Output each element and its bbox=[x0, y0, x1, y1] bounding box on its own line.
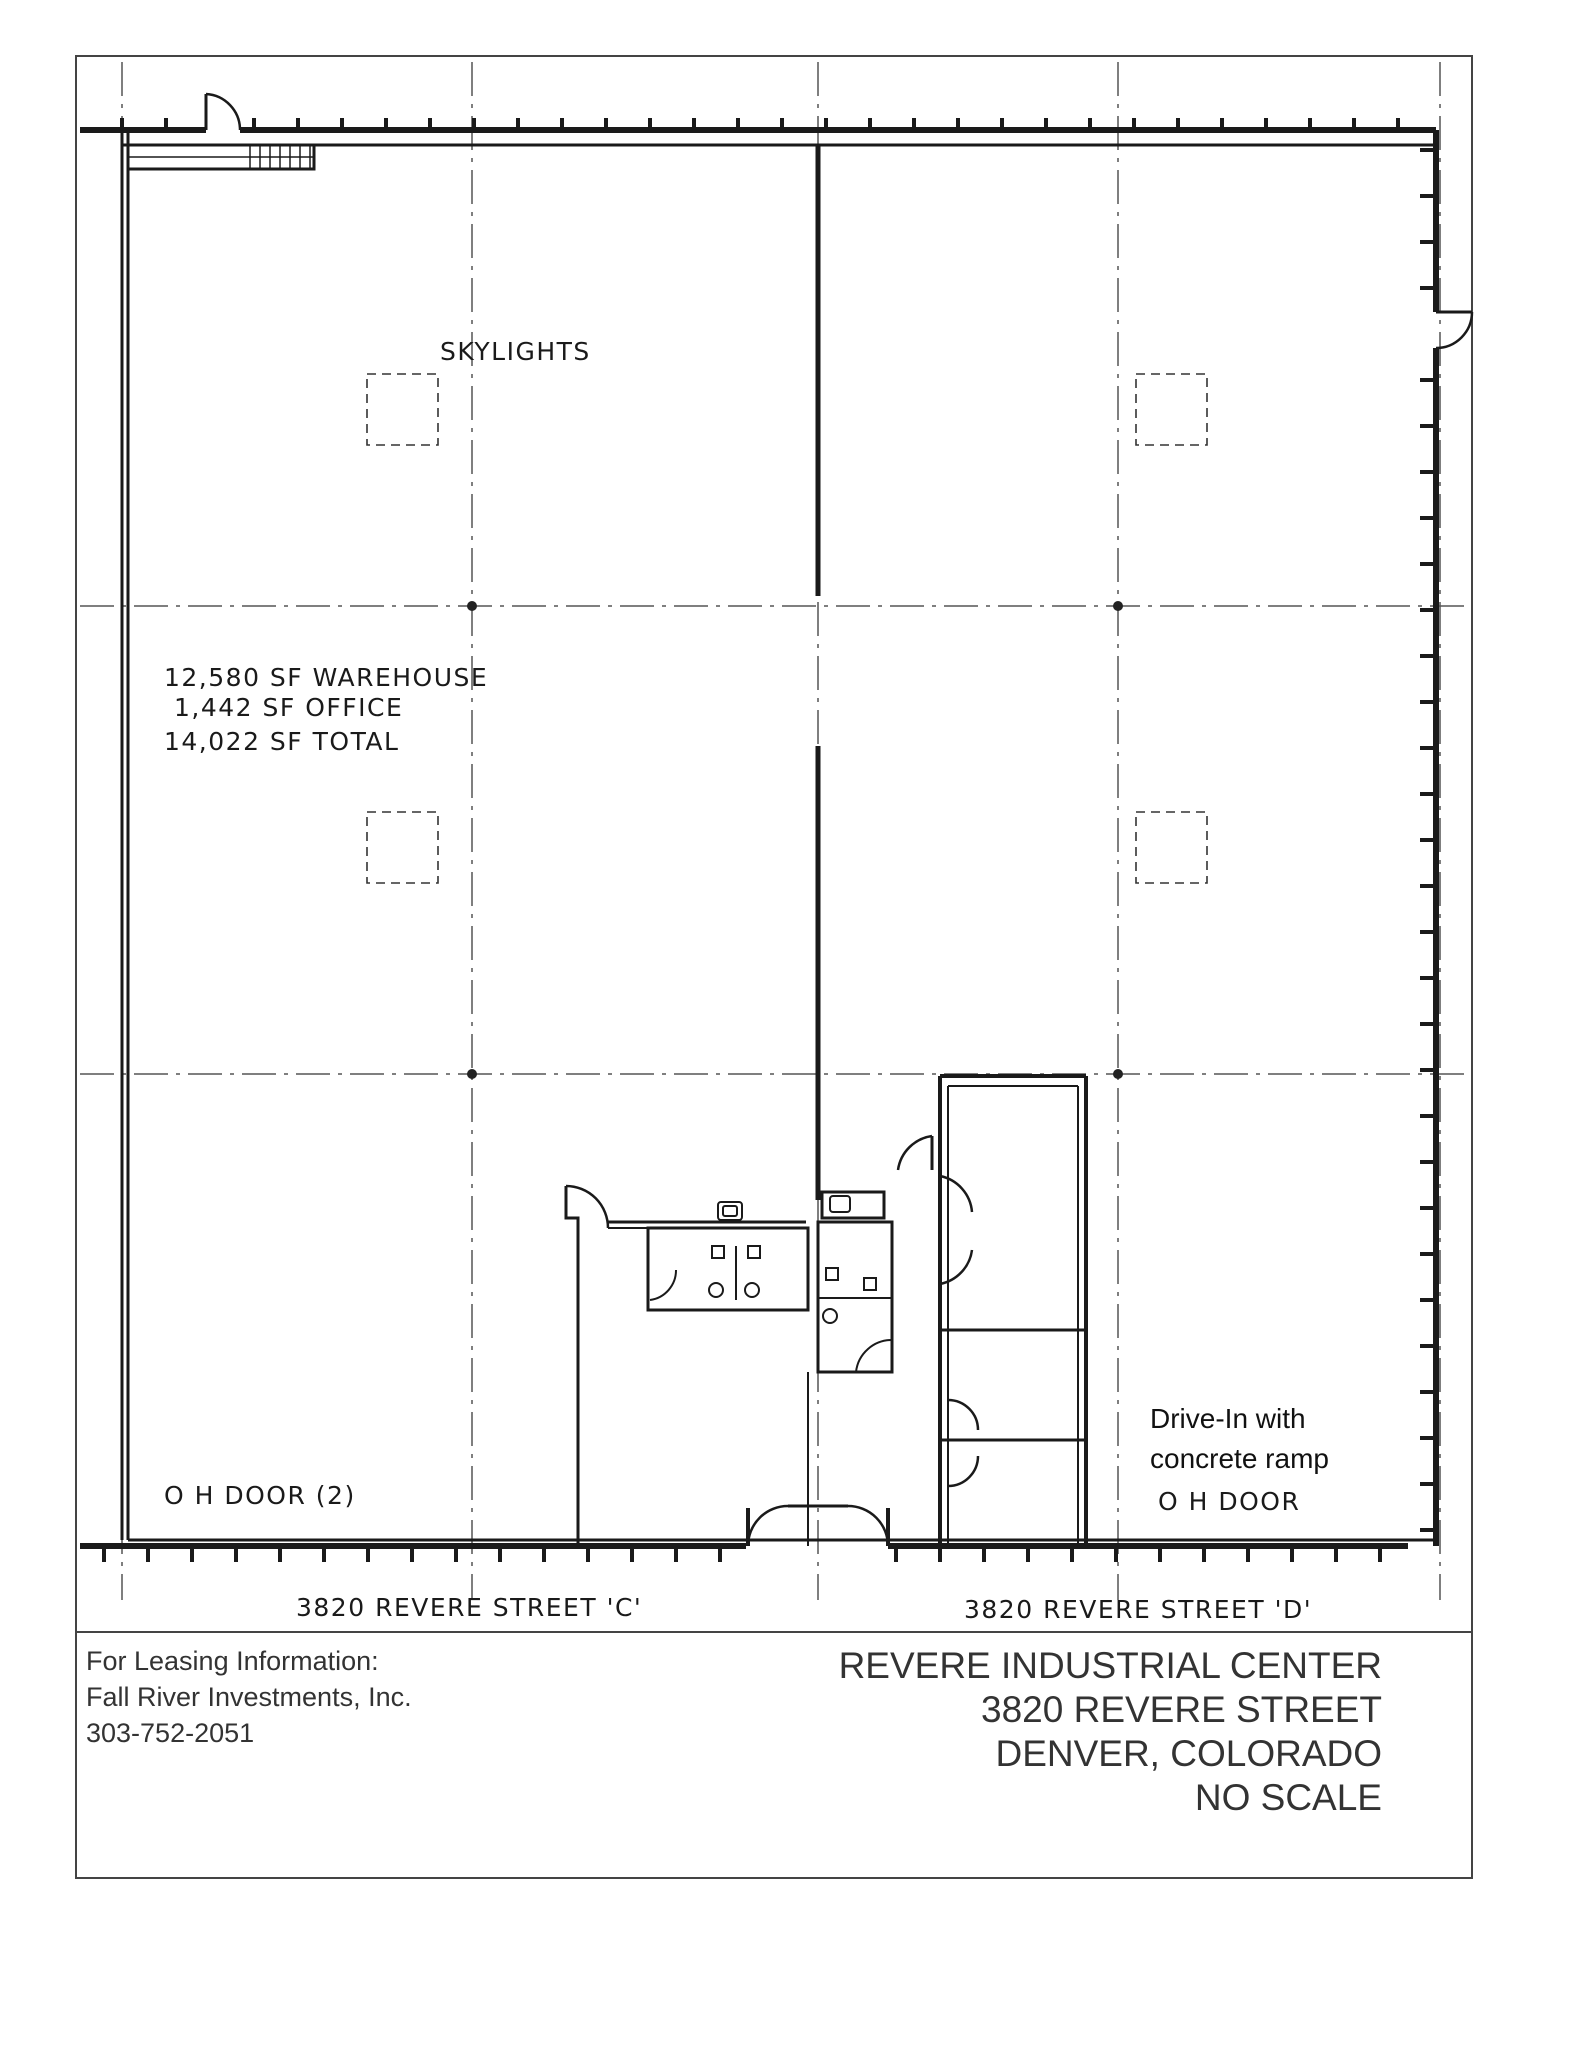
stair bbox=[126, 143, 316, 171]
oh-door-right-label: O H DOOR bbox=[1158, 1487, 1300, 1516]
column-dots bbox=[467, 601, 1123, 1079]
column-grid bbox=[80, 62, 1468, 1600]
title-line3: DENVER, COLORADO bbox=[995, 1733, 1382, 1774]
skylights bbox=[366, 373, 1208, 884]
door-top-left bbox=[204, 92, 242, 131]
door-right bbox=[1435, 310, 1474, 350]
restroom-fixtures bbox=[708, 1190, 886, 1324]
title-line1: REVERE INDUSTRIAL CENTER bbox=[839, 1645, 1382, 1686]
street-d-label: 3820 REVERE STREET 'D' bbox=[964, 1595, 1312, 1624]
oh-door-left-label: O H DOOR (2) bbox=[164, 1481, 356, 1510]
leasing-info-line2: Fall River Investments, Inc. bbox=[86, 1682, 412, 1712]
street-c-label: 3820 REVERE STREET 'C' bbox=[296, 1593, 642, 1622]
exterior-walls bbox=[80, 127, 1439, 1549]
drive-in-line1: Drive-In with bbox=[1150, 1403, 1306, 1434]
skylights-label: SKYLIGHTS bbox=[440, 337, 591, 366]
area-total-label: 14,022 SF TOTAL bbox=[164, 727, 399, 756]
office-walls bbox=[564, 1074, 1088, 1547]
title-line4: NO SCALE bbox=[1195, 1777, 1382, 1818]
leasing-info-line1: For Leasing Information: bbox=[86, 1646, 379, 1676]
sheet-border bbox=[75, 55, 1473, 1879]
area-warehouse-label: 12,580 SF WAREHOUSE bbox=[164, 663, 488, 692]
wall-ticks bbox=[102, 118, 1436, 1562]
leasing-phone: 303-752-2051 bbox=[86, 1718, 254, 1748]
drive-in-line2: concrete ramp bbox=[1150, 1443, 1329, 1474]
title-line2: 3820 REVERE STREET bbox=[981, 1689, 1382, 1730]
area-office-label: 1,442 SF OFFICE bbox=[174, 693, 403, 722]
